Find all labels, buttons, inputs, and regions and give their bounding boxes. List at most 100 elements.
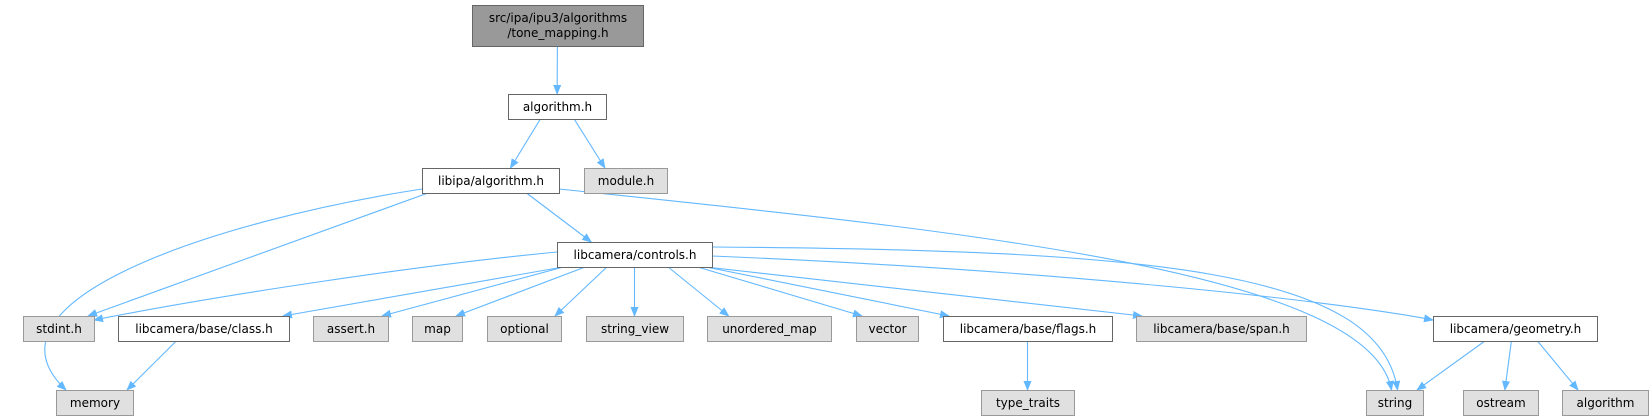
node-box [1136, 316, 1307, 342]
node-class-h[interactable]: libcamera/base/class.h [118, 316, 290, 342]
node-label: stdint.h [36, 322, 82, 336]
node-label: libcamera/base/flags.h [960, 322, 1097, 336]
node-box [118, 316, 290, 342]
edge-controls_h-to-vector [697, 266, 863, 318]
node-assert-h: assert.h [313, 316, 389, 342]
edge-controls_h-to-optional [554, 266, 608, 317]
edge-arrow [282, 266, 564, 319]
edge-arrow [126, 340, 177, 391]
node-label: libipa/algorithm.h [438, 174, 544, 188]
node-libipa-algorithm-h[interactable]: libipa/algorithm.h [422, 168, 560, 194]
node-box [981, 390, 1075, 416]
node-label: algorithm [1577, 396, 1635, 410]
node-box [56, 390, 134, 416]
edge-arrow [44, 188, 423, 391]
node-label: ostream [1476, 396, 1525, 410]
edge-geometry_h-to-ostream [1502, 340, 1512, 391]
edge-controls_h-to-class_h [282, 266, 564, 319]
node-stdint-h: stdint.h [23, 316, 95, 342]
node-label: type_traits [996, 396, 1060, 410]
node-root[interactable]: src/ipa/ipu3/algorithms/tone_mapping.h [472, 5, 644, 47]
node-box [313, 316, 389, 342]
edge-arrow [711, 246, 1401, 391]
node-controls-h[interactable]: libcamera/controls.h [557, 242, 713, 268]
node-map: map [412, 316, 463, 342]
edge-algorithm_h-to-libipa_algorithm_h [509, 118, 541, 169]
node-box [943, 316, 1113, 342]
edge-arrow [1416, 340, 1486, 391]
edge-controls_h-to-assert_h [381, 266, 564, 318]
node-algorithm-h[interactable]: algorithm.h [508, 94, 607, 120]
edge-geometry_h-to-algorithm [1537, 340, 1579, 391]
node-box [584, 168, 668, 194]
edge-arrow [526, 192, 593, 243]
edge-controls_h-to-unordered_map [667, 266, 730, 317]
node-geometry-h[interactable]: libcamera/geometry.h [1433, 316, 1598, 342]
node-box [1463, 390, 1539, 416]
node-box [472, 5, 644, 47]
edge-arrow [509, 118, 541, 169]
node-box [586, 316, 684, 342]
node-box [557, 242, 713, 268]
node-label: memory [70, 396, 120, 410]
node-label: map [424, 322, 451, 336]
node-box [23, 316, 95, 342]
edge-arrow [1502, 340, 1512, 391]
node-optional: optional [487, 316, 562, 342]
node-label: string_view [601, 322, 669, 336]
node-box [487, 316, 562, 342]
edge-arrow [93, 251, 558, 323]
edge-geometry_h-to-string [1416, 340, 1486, 391]
node-unordered-map: unordered_map [707, 316, 832, 342]
node-label: assert.h [327, 322, 375, 336]
node-flags-h[interactable]: libcamera/base/flags.h [943, 316, 1113, 342]
node-type-traits: type_traits [981, 390, 1075, 416]
edge-libipa_algorithm_h-to-memory [44, 188, 423, 391]
edge-controls_h-to-span_h [705, 266, 1143, 319]
node-label: src/ipa/ipu3/algorithms [489, 11, 627, 25]
edge-arrow [705, 266, 1143, 319]
edges [44, 45, 1579, 391]
edge-arrow [705, 266, 950, 319]
edge-libipa_algorithm_h-to-controls_h [526, 192, 593, 243]
node-label: algorithm.h [523, 100, 592, 114]
edge-libipa_algorithm_h-to-stdint_h [87, 192, 429, 317]
edge-arrow [573, 118, 606, 169]
node-label: /tone_mapping.h [507, 26, 608, 40]
node-box [856, 316, 919, 342]
node-module-h: module.h [584, 168, 668, 194]
node-label: libcamera/controls.h [574, 248, 697, 262]
node-box [707, 316, 832, 342]
edge-arrow [381, 266, 564, 318]
edge-arrow [667, 266, 730, 317]
node-label: libcamera/base/class.h [135, 322, 273, 336]
node-memory: memory [56, 390, 134, 416]
node-vector: vector [856, 316, 919, 342]
edge-controls_h-to-flags_h [705, 266, 950, 319]
node-ostream: ostream [1463, 390, 1539, 416]
node-label: unordered_map [722, 322, 817, 336]
node-box [1366, 390, 1424, 416]
edge-arrow [455, 266, 586, 317]
node-box [412, 316, 463, 342]
node-box [1562, 390, 1649, 416]
node-box [1433, 316, 1598, 342]
node-label: module.h [598, 174, 654, 188]
node-label: libcamera/geometry.h [1450, 322, 1582, 336]
node-algorithm: algorithm [1562, 390, 1649, 416]
nodes: src/ipa/ipu3/algorithms/tone_mapping.hal… [23, 5, 1649, 416]
edge-controls_h-to-geometry_h [711, 255, 1434, 323]
node-box [422, 168, 560, 194]
edge-arrow [558, 188, 1394, 391]
node-span-h: libcamera/base/span.h [1136, 316, 1307, 342]
node-box [508, 94, 607, 120]
edge-arrow [554, 266, 608, 317]
edge-arrow [87, 192, 429, 317]
edge-arrow [697, 266, 863, 318]
node-string: string [1366, 390, 1424, 416]
edge-class_h-to-memory [126, 340, 177, 391]
edge-arrow [1537, 340, 1579, 391]
edge-libipa_algorithm_h-to-string [558, 188, 1394, 391]
node-label: libcamera/base/span.h [1153, 322, 1290, 336]
